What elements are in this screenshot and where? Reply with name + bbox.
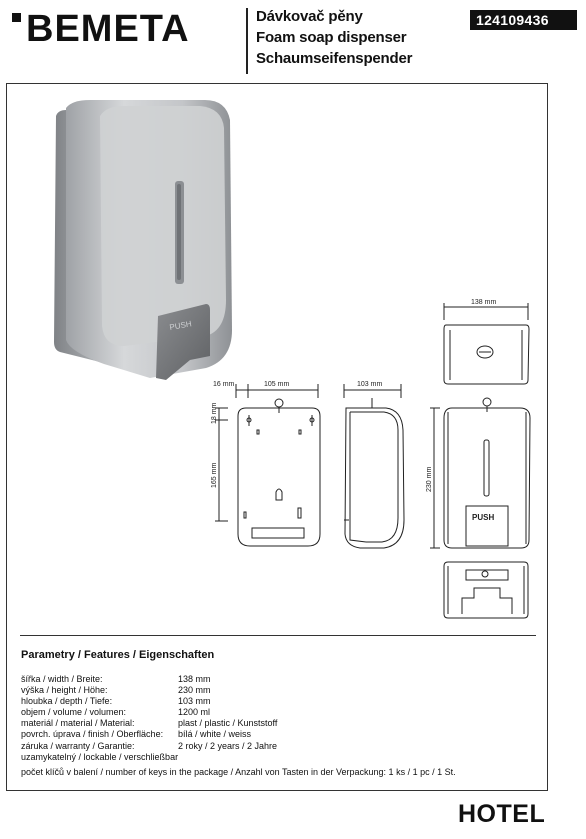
header-divider	[246, 8, 248, 74]
param-label: povrch. úprava / finish / Oberfläche:	[21, 729, 164, 740]
dim-top-width: 138 mm	[471, 299, 496, 306]
dim-back-105: 105 mm	[264, 381, 289, 388]
category-label: HOTEL	[458, 800, 546, 828]
bemeta-logo: BEMETA	[12, 8, 190, 46]
param-label: materiál / material / Material:	[21, 718, 135, 729]
brand-name: BEMETA	[26, 8, 190, 46]
title-czech: Dávkovač pěny	[256, 8, 363, 25]
side-view	[343, 384, 405, 549]
param-value: bílá / white / weiss	[178, 729, 252, 740]
param-label: záruka / warranty / Garantie:	[21, 740, 135, 751]
keys-line: počet klíčů v balení / number of keys in…	[21, 767, 456, 777]
drawing-frame	[6, 83, 548, 791]
photo-push-label: PUSH	[169, 319, 193, 332]
param-label: šířka / width / Breite:	[21, 674, 103, 684]
param-label: objem / volume / volumen:	[21, 707, 127, 718]
param-label: výška / height / Höhe:	[21, 685, 108, 696]
param-value: 1200 ml	[178, 707, 211, 718]
front-view	[430, 397, 531, 549]
top-view	[443, 303, 530, 385]
front-push-label: PUSH	[472, 513, 494, 522]
title-english: Foam soap dispenser	[256, 29, 407, 46]
param-label: uzamykatelný / lockable / verschließbar	[21, 751, 179, 762]
bottom-view	[443, 561, 529, 619]
dim-depth-103: 103 mm	[357, 381, 382, 388]
dim-height-230: 230 mm	[426, 467, 433, 492]
back-view	[215, 384, 321, 547]
param-value: 103 mm	[178, 696, 211, 707]
params-title: Parametry / Features / Eigenschaften	[21, 649, 215, 661]
dim-height-18: 18 mm	[211, 402, 218, 424]
dim-height-165: 165 mm	[211, 463, 218, 488]
param-value: 138 mm	[178, 674, 211, 684]
param-value: 230 mm	[178, 685, 211, 696]
param-label: hloubka / depth / Tiefe:	[21, 696, 113, 707]
product-code: 124109436	[470, 10, 577, 30]
title-german: Schaumseifenspender	[256, 50, 413, 67]
product-photo: PUSH	[54, 100, 232, 380]
param-value: 2 roky / 2 years / 2 Jahre	[178, 740, 278, 751]
section-divider	[20, 635, 536, 636]
dim-side-16: 16 mm	[213, 381, 235, 388]
product-titles: Dávkovač pěny Foam soap dispenser Schaum…	[256, 6, 412, 69]
param-value: plast / plastic / Kunststoff	[178, 718, 278, 729]
